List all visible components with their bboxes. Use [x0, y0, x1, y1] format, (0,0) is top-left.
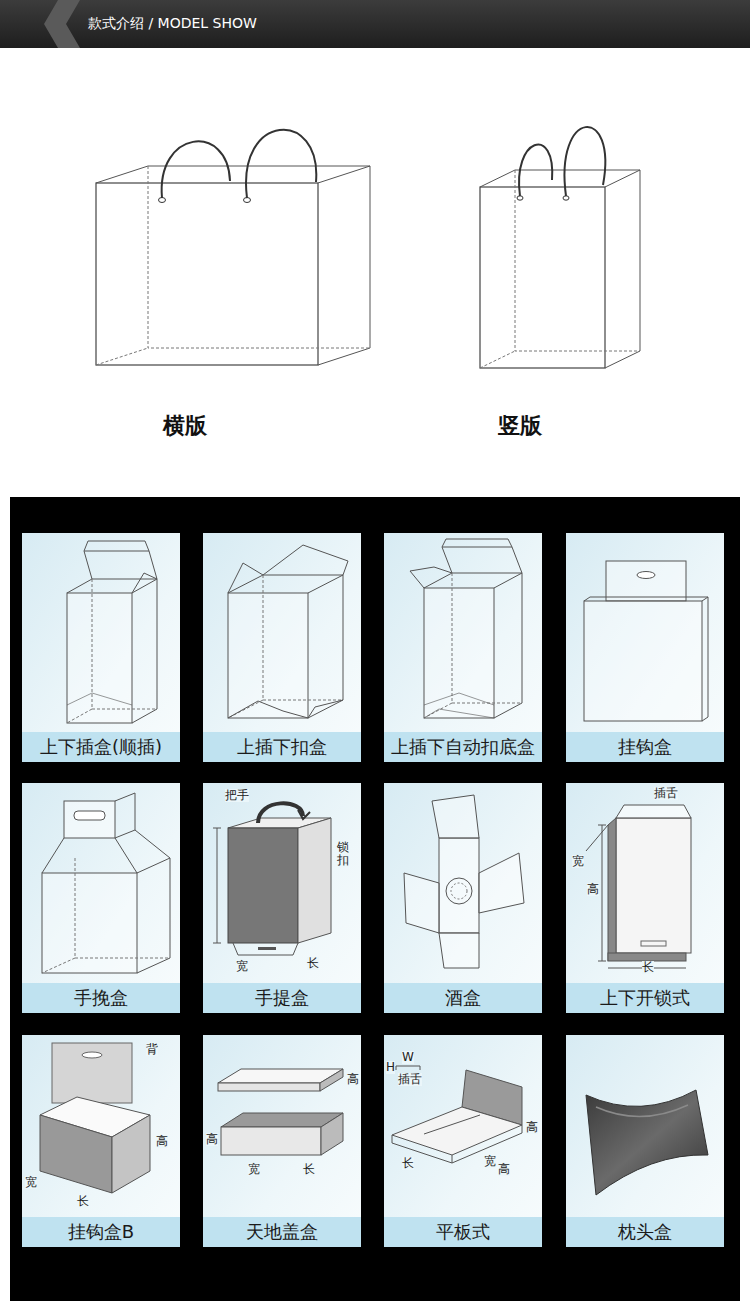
label-band: 手提盒	[203, 983, 361, 1013]
dimension-label: 把手	[225, 789, 249, 802]
header-emblem	[44, 0, 80, 48]
style-tile: 上插下扣盒	[203, 533, 361, 762]
tile-grounds	[22, 533, 724, 1247]
dimension-label: 长	[402, 1157, 414, 1170]
box-carry	[213, 803, 331, 955]
style-tile: 上下插盒(顺插)	[22, 533, 180, 762]
style-name: 挂钩盒	[618, 738, 672, 756]
layout-label: 竖版	[498, 414, 542, 438]
label-band: 枕头盒	[566, 1217, 724, 1247]
box-snap-bottom	[228, 545, 348, 718]
style-name: 枕头盒	[618, 1223, 672, 1241]
box-wine-dieline	[404, 795, 524, 968]
dimension-label: H	[386, 1061, 395, 1074]
label-band: 手挽盒	[22, 983, 180, 1013]
style-tile: 酒盒	[384, 783, 542, 1013]
box-tuck-end	[67, 541, 157, 723]
header-bar	[0, 0, 750, 48]
style-tile: 上插下自动扣底盒	[384, 533, 542, 762]
bag-horizontal	[96, 130, 370, 365]
style-name: 手挽盒	[74, 989, 128, 1007]
dimension-label: 高	[498, 1163, 510, 1176]
label-band: 挂钩盒	[566, 732, 724, 762]
box-lid-base	[218, 1069, 343, 1155]
dimension-label: 高	[206, 1133, 218, 1146]
style-tile: 枕头盒	[566, 1035, 724, 1247]
style-tile: 手提盒	[203, 783, 361, 1013]
dimension-label: 长	[303, 1163, 315, 1176]
dimension-label: W	[402, 1051, 414, 1064]
style-tile: 上下开锁式	[566, 783, 724, 1013]
style-name: 手提盒	[255, 989, 309, 1007]
dimension-label: 高	[526, 1121, 538, 1134]
style-tile: 天地盖盒	[203, 1035, 361, 1247]
dimension-label: 长	[642, 961, 654, 974]
label-band: 酒盒	[384, 983, 542, 1013]
bag-vertical	[480, 127, 640, 368]
dimension-label: 插舌	[398, 1073, 422, 1086]
box-auto-bottom	[410, 539, 522, 718]
label-band: 上插下扣盒	[203, 732, 361, 762]
dimension-label: 高	[587, 883, 599, 896]
dimension-label: 宽	[572, 855, 584, 868]
label-band: 上下插盒(顺插)	[22, 732, 180, 762]
dimension-label: 长	[77, 1195, 89, 1208]
label-band: 上插下自动扣底盒	[384, 732, 542, 762]
black-panel	[10, 497, 740, 1301]
style-tile: 手挽盒	[22, 783, 180, 1013]
style-name: 平板式	[436, 1223, 490, 1241]
dimension-label: 宽	[248, 1163, 260, 1176]
dimension-label: 宽	[236, 960, 248, 973]
box-gable	[42, 793, 170, 973]
page-title: 款式介绍 / MODEL SHOW	[88, 15, 257, 32]
dimension-label: 宽	[484, 1155, 496, 1168]
style-tile: 平板式	[384, 1035, 542, 1247]
dimension-label: 背	[146, 1043, 158, 1056]
layout-label: 横版	[163, 414, 207, 438]
box-hanger	[584, 561, 708, 721]
dimension-label: 长	[307, 957, 319, 970]
box-lock	[586, 805, 691, 968]
style-name: 上下插盒(顺插)	[40, 738, 162, 756]
dimension-label: 高	[347, 1073, 359, 1086]
box-hanger-b	[40, 1043, 150, 1193]
label-band: 平板式	[384, 1217, 542, 1247]
style-tile: 挂钩盒	[566, 533, 724, 762]
label-band: 挂钩盒B	[22, 1217, 180, 1247]
dimension-label: 锁扣	[337, 841, 349, 867]
label-band: 上下开锁式	[566, 983, 724, 1013]
style-name: 上插下扣盒	[237, 738, 327, 756]
label-band: 天地盖盒	[203, 1217, 361, 1247]
style-name: 酒盒	[445, 989, 481, 1007]
style-name: 挂钩盒B	[68, 1223, 134, 1241]
dimension-label: 高	[156, 1135, 168, 1148]
dimension-label: 插舌	[654, 787, 678, 800]
style-name: 上下开锁式	[600, 989, 690, 1007]
box-flat	[392, 1066, 522, 1163]
style-name: 上插下自动扣底盒	[391, 738, 535, 756]
box-pillow	[586, 1090, 708, 1195]
style-name: 天地盖盒	[246, 1223, 318, 1241]
dimension-label: 宽	[25, 1176, 37, 1189]
